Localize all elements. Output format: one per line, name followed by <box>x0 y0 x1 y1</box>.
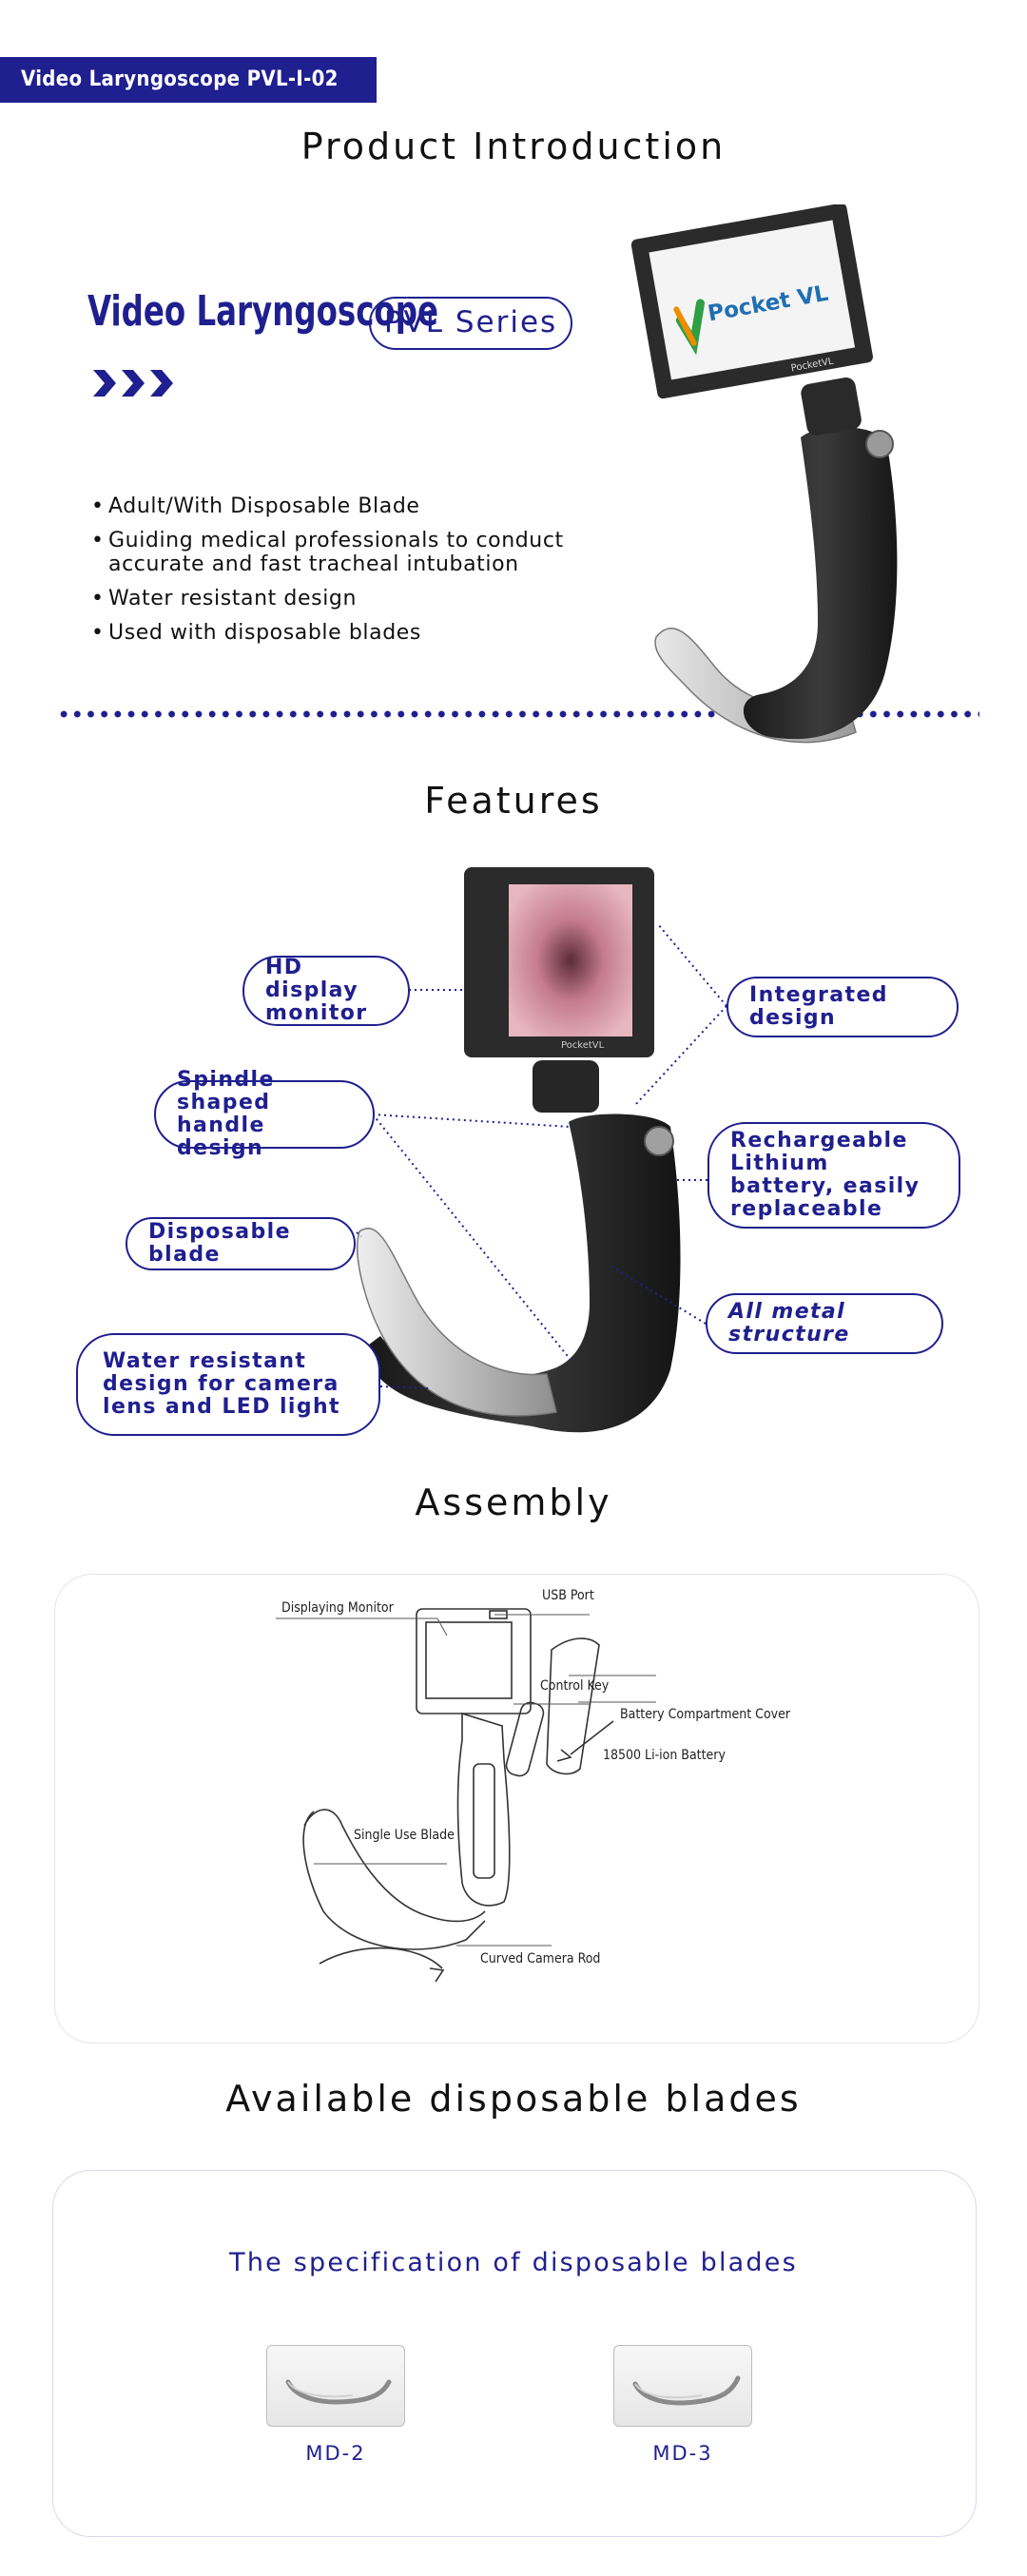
blade-icon <box>285 2379 392 2405</box>
spec-title: The specification of disposable blades <box>229 2248 798 2277</box>
section-title-blades: Available disposable blades <box>225 2078 802 2120</box>
label-single-use-blade: Single Use Blade <box>354 1828 455 1843</box>
label-curved-camera-rod: Curved Camera Rod <box>480 1951 601 1966</box>
callout-metal-structure: All metal structure <box>706 1293 943 1354</box>
callout-hd-display: HD display monitor <box>242 956 410 1026</box>
blades-panel <box>52 2170 977 2537</box>
device-brand-label: PocketVL <box>561 1040 605 1051</box>
callout-integrated-design: Integrated design <box>727 977 959 1037</box>
label-displaying-monitor: Displaying Monitor <box>281 1600 394 1616</box>
blade-card-md2 <box>266 2345 405 2427</box>
blade-label-md2: MD-2 <box>305 2442 366 2465</box>
product-tag: Video Laryngoscope PVL-I-02 <box>0 57 377 103</box>
bullet-item: Water resistant design <box>91 587 624 610</box>
blade-icon <box>632 2375 741 2406</box>
dotted-divider <box>57 710 979 718</box>
section-title-features: Features <box>424 780 603 822</box>
callout-disposable-blade: Disposable blade <box>126 1217 356 1270</box>
feature-bullet-list: Adult/With Disposable Blade Guiding medi… <box>91 494 624 655</box>
bullet-item: Guiding medical professionals to conduct… <box>91 529 624 576</box>
series-badge: PVL Series <box>369 297 572 350</box>
laryngoscope-image: Pocket VL PocketVL <box>630 204 898 744</box>
label-battery-cover: Battery Compartment Cover <box>620 1707 791 1722</box>
callout-battery: Rechargeable Lithium battery, easily rep… <box>707 1122 960 1229</box>
label-li-ion-battery: 18500 Li-ion Battery <box>603 1748 726 1763</box>
label-usb-port: USB Port <box>542 1588 594 1603</box>
features-diagram: PocketVL <box>356 867 727 1433</box>
assembly-drawing <box>276 1608 656 1983</box>
blade-card-md3 <box>613 2345 752 2427</box>
callout-water-resistant: Water resistant design for camera lens a… <box>76 1333 380 1436</box>
chevron-arrows-icon <box>93 370 173 397</box>
callout-spindle-handle: Spindle shaped handle design <box>154 1069 375 1160</box>
bullet-item: Adult/With Disposable Blade <box>91 494 624 518</box>
section-title-introduction: Product Introduction <box>300 126 727 167</box>
bullet-item: Used with disposable blades <box>91 621 624 645</box>
label-control-key: Control Key <box>540 1678 610 1694</box>
blade-label-md3: MD-3 <box>652 2442 713 2465</box>
section-title-assembly: Assembly <box>415 1482 612 1523</box>
